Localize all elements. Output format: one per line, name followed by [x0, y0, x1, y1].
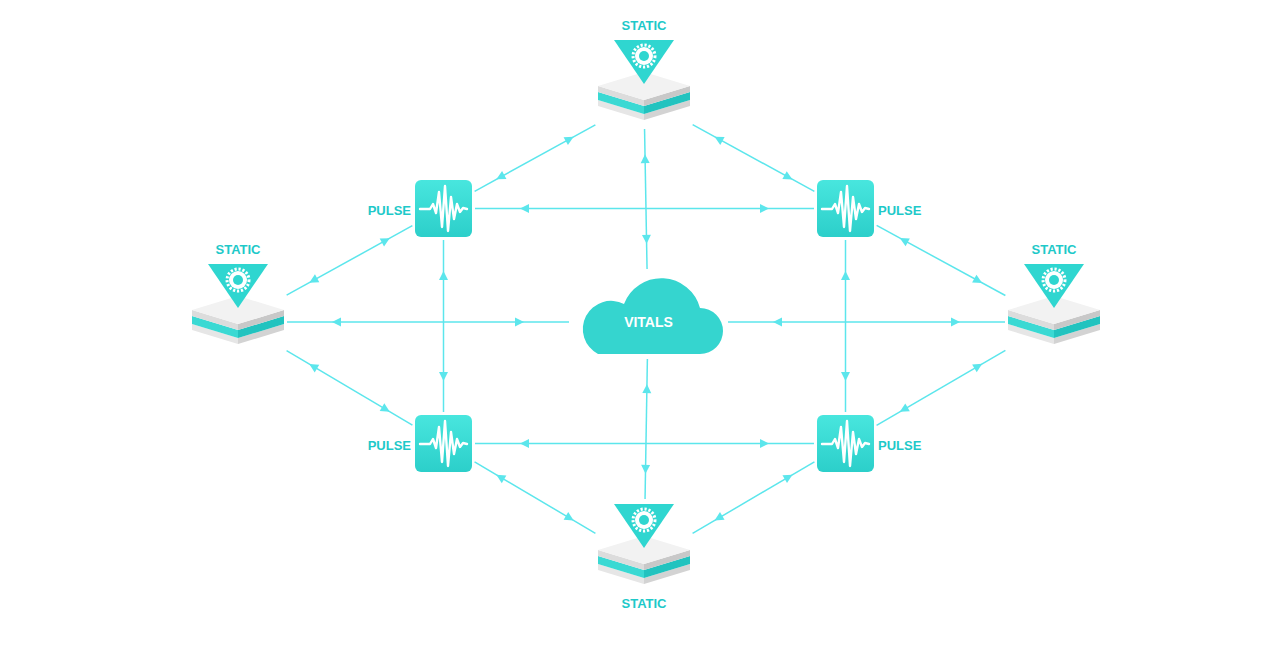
platform-icon [598, 502, 690, 590]
node-label: PULSE [368, 438, 411, 453]
arrowhead [900, 403, 910, 411]
static-platform: STATIC [598, 38, 690, 126]
arrowhead [900, 238, 910, 246]
arrowhead [782, 171, 792, 179]
label-holder: PULSE [368, 201, 411, 219]
arrowhead [439, 271, 448, 280]
arrowhead [841, 372, 850, 381]
connector [287, 226, 413, 295]
arrowhead [309, 274, 319, 282]
platform-icon [598, 38, 690, 126]
arrowhead [309, 364, 319, 372]
node-label: PULSE [368, 203, 411, 218]
arrowhead [520, 439, 529, 448]
connector [728, 318, 1005, 327]
pulse-box: PULSE [415, 415, 472, 472]
connector-line [443, 240, 445, 412]
arrowhead [773, 318, 782, 327]
label-holder: PULSE [878, 201, 921, 219]
connector-line [728, 321, 1005, 323]
pulse-box: PULSE [817, 180, 874, 237]
arrowhead [496, 475, 506, 483]
node-label: STATIC [621, 18, 666, 33]
connector-line [645, 129, 648, 269]
arrowhead [564, 137, 574, 145]
label-holder: STATIC [578, 594, 710, 612]
platform-icon [1008, 262, 1100, 350]
connector-line [845, 240, 847, 412]
pulse-box: PULSE [817, 415, 874, 472]
static-platform: STATIC [598, 502, 690, 590]
arrowhead [841, 271, 850, 280]
node-label: STATIC [215, 242, 260, 257]
connector [877, 350, 1006, 425]
connector [287, 318, 569, 327]
label-holder: STATIC [172, 240, 304, 258]
static-platform: STATIC [1008, 262, 1100, 350]
connector [475, 204, 814, 213]
arrowhead [641, 465, 650, 474]
node-label: PULSE [878, 203, 921, 218]
label-holder: PULSE [878, 436, 921, 454]
arrowhead [564, 512, 574, 520]
pulse-icon [415, 415, 472, 472]
arrowhead [439, 372, 448, 381]
pulse-icon [415, 180, 472, 237]
platform-icon [192, 262, 284, 350]
cloud-label: VITALS [624, 314, 673, 330]
connector [287, 351, 413, 425]
static-platform: STATIC [192, 262, 284, 350]
arrowhead [951, 318, 960, 327]
connector-line [693, 125, 815, 192]
pulse-box: PULSE [415, 180, 472, 237]
connector [693, 462, 815, 534]
pulse-icon [817, 180, 874, 237]
node-label: STATIC [1031, 242, 1076, 257]
connector-line [287, 321, 569, 323]
vitals-cloud: VITALS [572, 272, 725, 356]
arrowhead [380, 403, 390, 411]
connector-line [693, 462, 815, 534]
label-holder: PULSE [368, 436, 411, 454]
arrowhead [641, 154, 650, 163]
arrowhead [520, 204, 529, 213]
arrowhead [515, 318, 524, 327]
pulse-icon [817, 415, 874, 472]
label-holder: STATIC [578, 16, 710, 34]
connector [841, 240, 850, 412]
arrowhead [715, 137, 725, 145]
arrowhead [715, 512, 725, 520]
connector [877, 225, 1006, 295]
arrowhead [380, 238, 390, 246]
arrowhead [972, 275, 982, 283]
connector [693, 125, 815, 192]
connector [475, 462, 596, 533]
label-holder: STATIC [988, 240, 1120, 258]
arrowhead [642, 235, 651, 244]
connector-line [287, 351, 413, 425]
arrowhead [782, 475, 792, 483]
node-label: PULSE [878, 438, 921, 453]
arrowhead [332, 318, 341, 327]
connector [439, 240, 448, 412]
cloud-text-holder: VITALS [572, 313, 725, 331]
arrowhead [760, 439, 769, 448]
arrowhead [642, 384, 651, 393]
connector-line [287, 226, 413, 295]
connector-line [877, 350, 1006, 425]
connector-line [877, 225, 1006, 295]
connector [475, 439, 814, 448]
arrowhead [760, 204, 769, 213]
connector-line [475, 462, 596, 533]
connector [641, 359, 651, 499]
arrowhead [972, 364, 982, 372]
connector [641, 129, 651, 269]
arrowhead [496, 171, 506, 179]
connector-line [645, 359, 647, 499]
connector [475, 125, 596, 192]
connector-line [475, 125, 596, 192]
node-label: STATIC [621, 596, 666, 611]
